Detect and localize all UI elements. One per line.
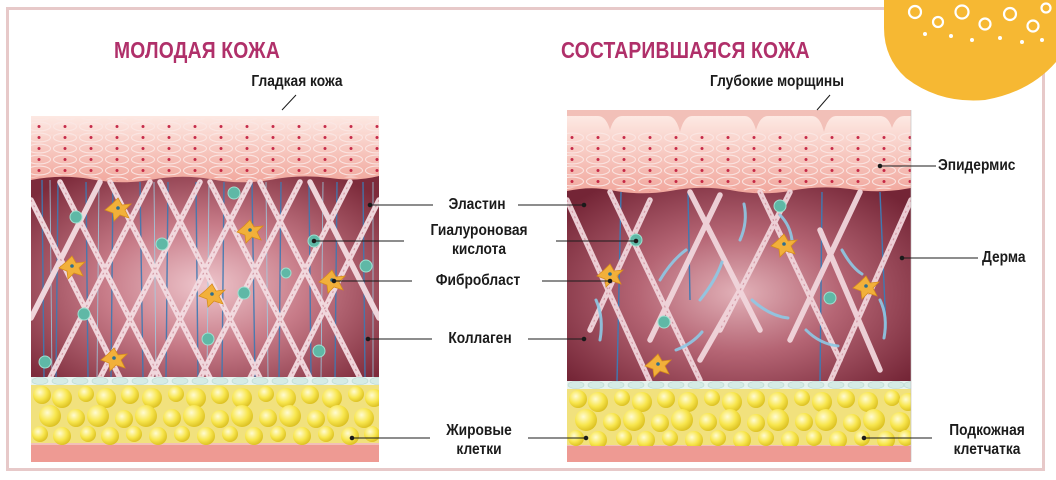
smooth-skin-label: Гладкая кожа [233,72,362,91]
epidermis-label: Эпидермис [938,156,1015,175]
elastin-label: Эластин [438,195,515,214]
hyaluronic-acid-label-line1: Гиалуроновая [408,221,551,240]
subcutis-label-line2: клетчатка [933,440,1041,459]
aged-skin-heading: СОСТАРИВШАЯСЯ КОЖА [561,37,810,64]
young-skin-block [31,116,386,462]
subcutis-label: Подкожная клетчатка [933,421,1041,459]
fat-cells-label: Жировые клетки [432,421,527,459]
aged-skin-block [567,110,920,462]
sponge-logo [884,0,1056,101]
fat-cells-label-line1: Жировые [432,421,527,440]
deep-wrinkles-label: Глубокие морщины [687,72,868,91]
collagen-label: Коллаген [435,329,524,348]
dermis-label: Дерма [982,248,1025,267]
subcutis-label-line1: Подкожная [933,421,1041,440]
hyaluronic-acid-label-line2: кислота [408,240,551,259]
young-skin-heading: МОЛОДАЯ КОЖА [114,37,280,64]
fibroblast-label: Фибробласт [420,271,537,290]
fat-cells-label-line2: клетки [432,440,527,459]
hyaluronic-acid-label: Гиалуроновая кислота [408,221,551,259]
